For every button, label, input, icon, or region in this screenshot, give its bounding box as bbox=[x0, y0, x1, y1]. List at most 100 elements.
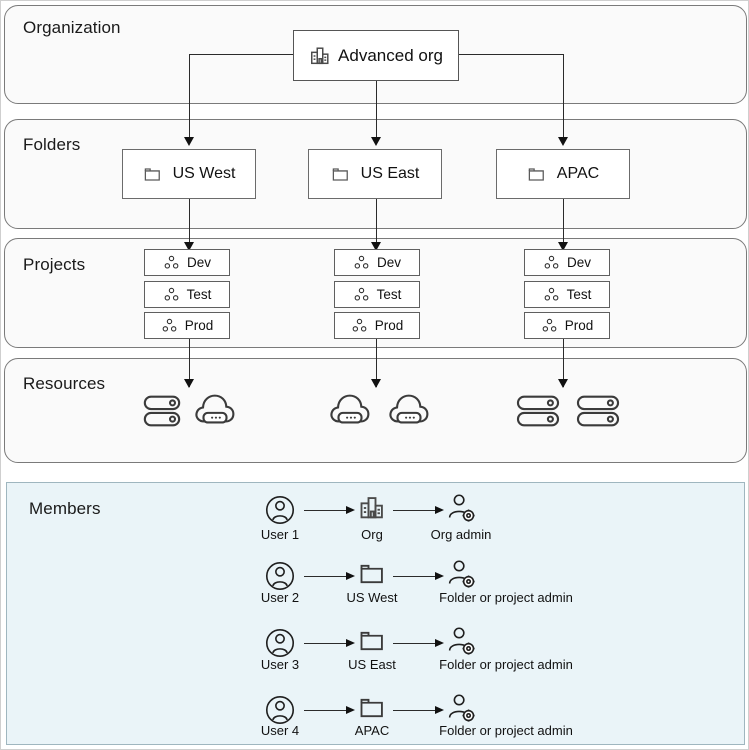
project-node-label: Prod bbox=[374, 317, 404, 333]
member-role-user-admin-gear-icon[interactable] bbox=[444, 691, 478, 725]
line-apac-projects-to-resources bbox=[563, 339, 564, 387]
arrow-org-to-useast bbox=[371, 137, 381, 146]
folder-node-label: APAC bbox=[556, 165, 600, 182]
resource-server-rack-icon[interactable] bbox=[514, 390, 562, 432]
project-node-uswest-prod[interactable]: Prod bbox=[144, 312, 230, 339]
project-nodes-icon bbox=[353, 255, 370, 270]
folder-node-label: US East bbox=[360, 165, 420, 182]
member-row-1-arrow-line-2 bbox=[393, 510, 437, 511]
member-row-1-arrow-line-1 bbox=[304, 510, 348, 511]
project-node-label: Dev bbox=[186, 254, 211, 270]
project-nodes-icon bbox=[353, 287, 370, 302]
resource-cloud-storage-icon[interactable] bbox=[327, 387, 373, 433]
members-section-label: Members bbox=[29, 499, 101, 518]
project-nodes-icon bbox=[541, 318, 558, 333]
member-row-4-arrow-line-1 bbox=[304, 710, 348, 711]
member-scope-label: APAC bbox=[354, 723, 390, 738]
project-nodes-icon bbox=[161, 318, 178, 333]
project-node-uswest-test[interactable]: Test bbox=[144, 281, 230, 308]
member-row-2-arrow-head-2 bbox=[435, 571, 444, 580]
folder-icon bbox=[527, 165, 546, 184]
member-user-circle-icon[interactable] bbox=[263, 559, 297, 593]
line-useast-projects-to-resources bbox=[376, 339, 377, 387]
member-row-2-arrow-head-1 bbox=[346, 571, 355, 580]
folder-node-us-east[interactable]: US East bbox=[308, 149, 442, 199]
org-bus-line-right bbox=[459, 54, 563, 55]
project-node-apac-dev[interactable]: Dev bbox=[524, 249, 610, 276]
member-row-3-arrow-head-1 bbox=[346, 638, 355, 647]
resources-section bbox=[4, 358, 747, 463]
arrow-org-to-uswest bbox=[184, 137, 194, 146]
project-node-label: Dev bbox=[566, 254, 591, 270]
member-user-label: User 1 bbox=[260, 527, 300, 542]
member-scope-label: Org bbox=[361, 527, 383, 542]
member-role-label: Folder or project admin bbox=[439, 723, 573, 738]
member-user-circle-icon[interactable] bbox=[263, 493, 297, 527]
resource-cloud-storage-icon[interactable] bbox=[192, 387, 238, 433]
project-node-useast-test[interactable]: Test bbox=[334, 281, 420, 308]
member-row-3-arrow-line-2 bbox=[393, 643, 437, 644]
org-bus-line bbox=[189, 54, 293, 55]
member-row-4-arrow-head-1 bbox=[346, 705, 355, 714]
member-row-2-arrow-line-2 bbox=[393, 576, 437, 577]
project-nodes-icon bbox=[163, 287, 180, 302]
member-scope-organization-building-icon[interactable] bbox=[358, 493, 386, 523]
member-user-circle-icon[interactable] bbox=[263, 626, 297, 660]
project-node-uswest-dev[interactable]: Dev bbox=[144, 249, 230, 276]
member-scope-folder-icon[interactable] bbox=[358, 626, 386, 656]
member-role-user-admin-gear-icon[interactable] bbox=[444, 491, 478, 525]
folders-section-label: Folders bbox=[23, 135, 81, 154]
project-node-label: Prod bbox=[564, 317, 594, 333]
resources-section-label: Resources bbox=[23, 374, 106, 393]
line-apac-to-projects bbox=[563, 199, 564, 251]
project-node-apac-test[interactable]: Test bbox=[524, 281, 610, 308]
resource-cloud-storage-icon[interactable] bbox=[386, 387, 432, 433]
arrow-uswest-to-projects bbox=[184, 242, 194, 251]
arrow-useast-to-projects bbox=[371, 242, 381, 251]
project-node-useast-dev[interactable]: Dev bbox=[334, 249, 420, 276]
organization-node[interactable]: Advanced org bbox=[293, 30, 459, 81]
arrow-apac-to-resources bbox=[558, 379, 568, 388]
org-branch-center-vertical bbox=[376, 81, 377, 139]
member-role-label: Org admin bbox=[430, 527, 492, 542]
project-nodes-icon bbox=[543, 287, 560, 302]
folder-node-label: US West bbox=[172, 165, 236, 182]
org-branch-left-vertical bbox=[189, 54, 190, 139]
resource-server-rack-icon[interactable] bbox=[574, 390, 622, 432]
project-node-label: Prod bbox=[184, 317, 214, 333]
member-row-1-arrow-head-2 bbox=[435, 505, 444, 514]
folder-node-apac[interactable]: APAC bbox=[496, 149, 630, 199]
projects-section-label: Projects bbox=[23, 255, 86, 274]
line-useast-to-projects bbox=[376, 199, 377, 251]
organization-building-icon bbox=[309, 45, 331, 67]
member-row-1-arrow-head-1 bbox=[346, 505, 355, 514]
member-user-circle-icon[interactable] bbox=[263, 693, 297, 727]
member-user-label: User 4 bbox=[260, 723, 300, 738]
project-node-label: Test bbox=[186, 286, 212, 302]
member-row-4-arrow-line-2 bbox=[393, 710, 437, 711]
organization-section-label: Organization bbox=[23, 18, 121, 37]
project-node-label: Test bbox=[376, 286, 402, 302]
members-section bbox=[6, 482, 745, 745]
arrow-useast-to-resources bbox=[371, 379, 381, 388]
project-node-label: Test bbox=[566, 286, 592, 302]
member-row-4-arrow-head-2 bbox=[435, 705, 444, 714]
folder-icon bbox=[331, 165, 350, 184]
resource-server-rack-icon[interactable] bbox=[141, 390, 183, 432]
arrow-apac-to-projects bbox=[558, 242, 568, 251]
member-scope-folder-icon[interactable] bbox=[358, 559, 386, 589]
member-row-2-arrow-line-1 bbox=[304, 576, 348, 577]
member-user-label: User 2 bbox=[260, 590, 300, 605]
folder-node-us-west[interactable]: US West bbox=[122, 149, 256, 199]
line-uswest-projects-to-resources bbox=[189, 339, 190, 387]
project-node-apac-prod[interactable]: Prod bbox=[524, 312, 610, 339]
member-scope-folder-icon[interactable] bbox=[358, 693, 386, 723]
member-role-label: Folder or project admin bbox=[439, 590, 573, 605]
member-role-user-admin-gear-icon[interactable] bbox=[444, 557, 478, 591]
member-role-user-admin-gear-icon[interactable] bbox=[444, 624, 478, 658]
member-role-label: Folder or project admin bbox=[439, 657, 573, 672]
project-node-useast-prod[interactable]: Prod bbox=[334, 312, 420, 339]
member-row-3-arrow-head-2 bbox=[435, 638, 444, 647]
org-branch-right-vertical bbox=[563, 54, 564, 139]
